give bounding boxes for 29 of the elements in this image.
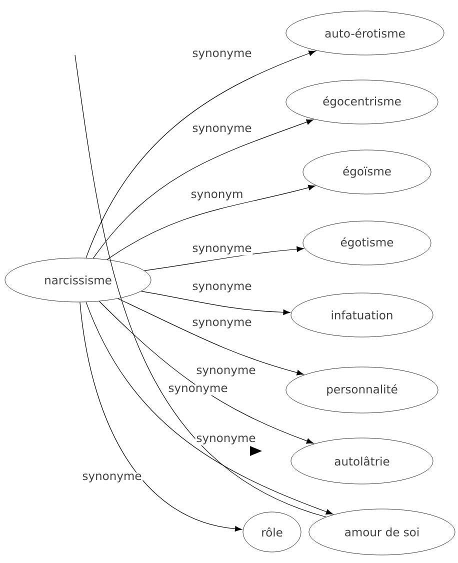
arrow [80,302,242,532]
arrow [86,50,316,258]
edge-label: synonym [190,190,244,202]
ellipse-node: narcissisme [4,258,152,302]
ellipse-node: rôle [242,512,302,552]
arrow [144,246,304,271]
arrow [140,290,290,316]
edge-label: synonyme [195,366,257,378]
ellipse-node: égocentrisme [286,80,438,124]
ellipse-node: autolâtrie [290,438,434,484]
ellipse-node: auto-érotisme [286,10,444,56]
edge-label: synonyme [191,124,253,136]
ellipse-node: infatuation [290,292,434,338]
edge-label: synonyme [191,318,253,330]
arrow [118,298,304,376]
arrow [92,119,314,259]
ellipse-node: égoïsme [302,150,432,194]
arrow [86,302,334,514]
arrow [106,184,316,260]
edge-label: synonyme [191,244,253,256]
ellipse-node: amour de soi [308,508,456,556]
edge-label: synonyme [191,282,253,294]
edge-label: synonyme [191,50,253,60]
edge-label: synonyme [81,472,143,484]
ellipse-node: égotisme [302,220,432,266]
arrow [98,300,314,444]
ellipse-node: personnalité [286,366,438,414]
edge-label: synonyme [167,384,229,396]
edge-label: synonyme [195,434,257,446]
